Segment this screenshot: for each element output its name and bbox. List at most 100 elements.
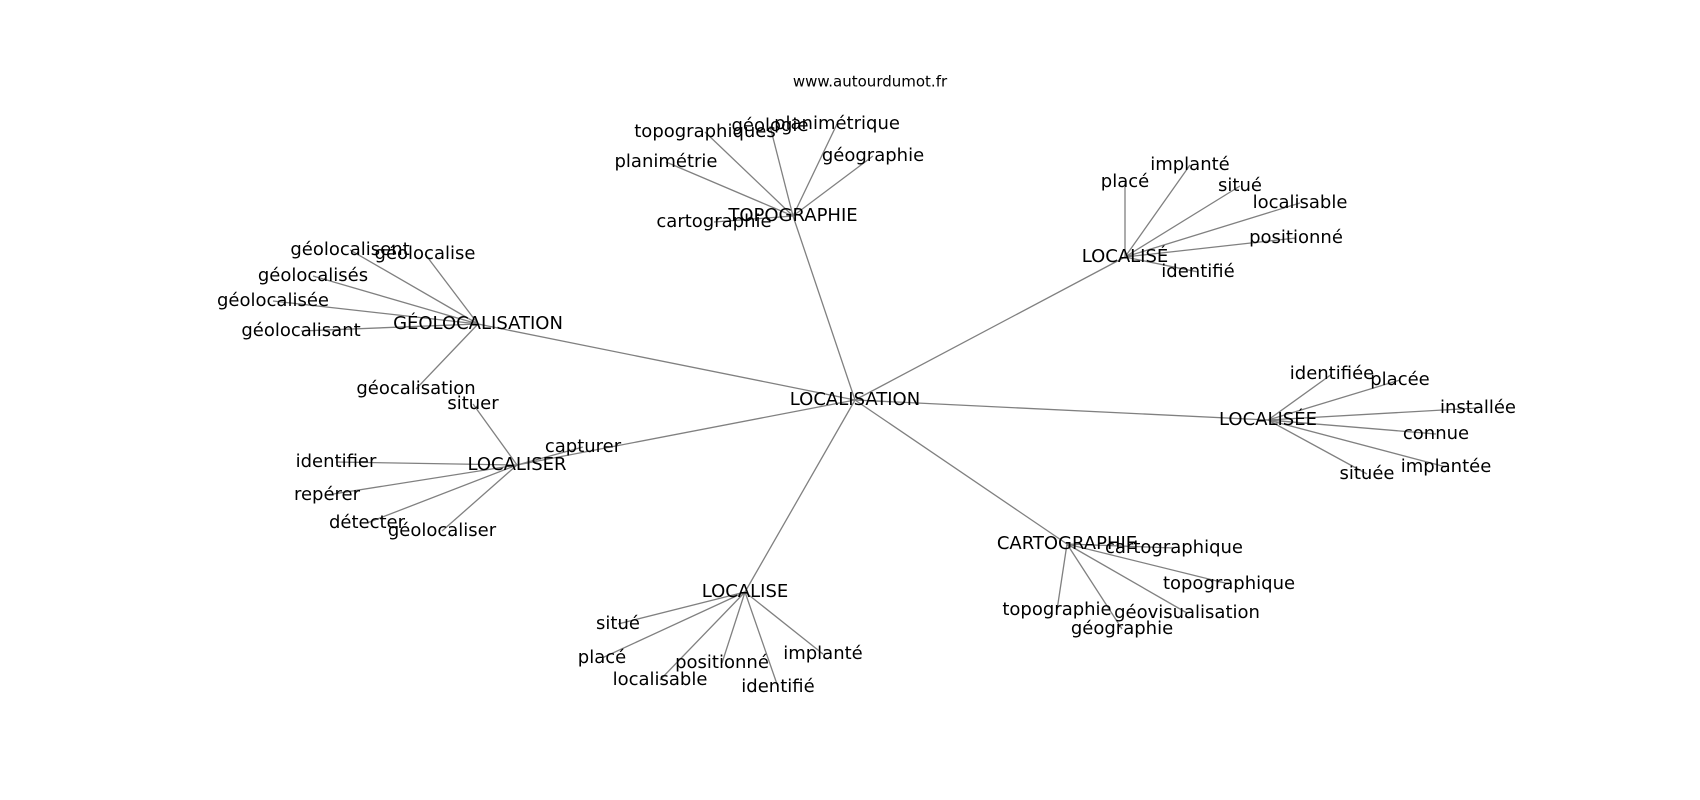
leaf-node-localise-3: implanté [783,643,863,664]
leaf-node-localise-m-4: positionné [1249,227,1343,248]
leaf-node-localise-5: identifié [741,676,814,697]
edge-localise-1 [601,591,746,659]
leaf-node-localise-m-5: identifié [1161,261,1234,282]
leaf-node-cartographie-0: cartographique [1105,537,1243,558]
edge-localisee-2 [1267,407,1479,421]
leaf-node-localiser-0: situer [447,393,499,414]
hub-node-cartographie: CARTOGRAPHIE [997,533,1137,554]
leaf-node-localisee-1: placée [1370,369,1430,390]
leaf-node-localiser-2: identifier [296,451,377,472]
leaf-node-localise-m-3: localisable [1253,192,1348,213]
leaf-node-localise-m-1: implanté [1150,154,1230,175]
edge-localiser-2 [335,461,518,466]
leaf-node-topographie-5: cartographie [656,211,771,232]
edge-localise-m-1 [1124,164,1191,258]
leaf-node-geolocalisation-5: géocalisation [356,378,475,399]
hub-node-geolocalisation: GÉOLOCALISATION [393,312,563,334]
edge-geolocalisation-2 [312,275,479,325]
edge-topographie-4 [792,155,874,217]
leaf-node-localisee-0: identifiée [1290,363,1374,384]
edge-geolocalisation-4 [300,323,479,332]
leaf-node-cartographie-3: géovisualisation [1114,602,1260,623]
edge-topographie-2 [792,123,838,217]
hub-node-localise: LOCALISE [702,581,789,602]
edge-cartographie-0 [1066,543,1175,549]
edge-localise-m-5 [1124,256,1199,273]
hub-node-localise-m: LOCALISÉ [1082,245,1169,267]
edge-topographie-3 [665,161,794,217]
leaf-node-localise-4: localisable [613,669,708,690]
edge-localisee-0 [1267,373,1333,421]
edge-localise-2 [721,591,746,664]
leaf-node-cartographie-2: topographie [1002,599,1111,620]
leaf-node-cartographie-4: géographie [1071,618,1173,639]
edge-center-topographie [792,215,856,401]
center-node-label: LOCALISATION [790,389,920,410]
edge-localisee-5 [1267,419,1447,468]
graph-edges [272,123,1479,688]
edge-topographie-1 [769,125,794,217]
edge-center-localisee [854,399,1269,421]
edge-localiser-3 [326,464,518,496]
edge-localise-m-3 [1124,202,1301,258]
edge-localiser-4 [366,464,518,524]
leaf-node-localisee-4: située [1340,463,1395,484]
leaf-node-topographie-4: géographie [822,145,924,166]
edge-localise-5 [744,591,779,688]
edge-cartographie-1 [1066,543,1230,585]
leaf-node-geolocalisation-1: géolocalise [375,243,476,264]
leaf-node-localise-2: positionné [675,652,769,673]
hub-node-topographie: TOPOGRAPHIE [727,205,857,226]
edge-geolocalisation-5 [415,323,479,390]
edge-center-localise-m [854,256,1126,401]
edge-localise-4 [659,591,746,681]
edge-cartographie-3 [1066,543,1188,614]
edge-localise-m-2 [1124,185,1241,258]
edge-localisee-4 [1267,419,1368,475]
edge-cartographie-4 [1066,543,1123,630]
leaf-node-topographie-1: géologie [731,115,808,136]
edge-geolocalisation-3 [272,300,479,325]
edge-localisee-3 [1267,419,1437,435]
edge-localise-m-4 [1124,237,1297,258]
edge-localiser-1 [516,446,584,466]
edge-topographie-0 [704,131,794,217]
leaf-node-cartographie-1: topographique [1163,573,1295,594]
edge-center-cartographie [854,399,1068,545]
leaf-node-geolocalisation-3: géolocalisée [217,290,329,311]
edge-localisee-1 [1267,379,1401,421]
edge-center-localise [744,399,856,593]
leaf-node-localiser-1: capturer [545,436,622,457]
leaf-node-localise-0: situé [596,613,640,634]
edge-topographie-5 [713,215,794,223]
leaf-node-geolocalisation-2: géolocalisés [258,265,368,286]
leaf-node-localise-m-2: situé [1218,175,1262,196]
edge-center-geolocalisation [477,323,856,401]
leaf-node-localise-m-0: placé [1101,171,1149,192]
leaf-node-topographie-3: planimétrie [614,151,717,172]
edge-geolocalisation-1 [424,253,479,325]
edge-localise-3 [744,591,824,655]
leaf-node-localise-1: placé [578,647,626,668]
leaf-node-localisee-2: installée [1440,397,1516,418]
leaf-node-localiser-3: repérer [294,484,361,505]
leaf-node-localisee-5: implantée [1401,456,1492,477]
site-watermark: www.autourdumot.fr [793,73,948,91]
edge-geolocalisation-0 [349,249,479,325]
leaf-node-localiser-4: détecter [329,512,406,533]
leaf-node-localisee-3: connue [1403,423,1469,444]
graph-labels: www.autourdumot.fr LOCALISATION TOPOGRAPH… [217,73,1516,698]
leaf-node-localiser-5: géolocaliser [388,520,497,541]
leaf-node-topographie-0: topographiques [634,121,776,142]
leaf-node-geolocalisation-4: géolocalisant [241,320,360,341]
leaf-node-topographie-2: planimétrique [774,113,900,134]
edge-localiser-5 [441,464,518,532]
edge-cartographie-2 [1056,543,1068,611]
hub-node-localisee: LOCALISÉE [1219,408,1317,430]
hub-node-localiser: LOCALISER [467,454,566,475]
leaf-node-geolocalisation-0: géolocalisent [290,239,409,260]
edge-localise-0 [617,591,746,625]
edge-center-localiser [516,399,856,466]
edge-localiser-0 [472,403,518,466]
